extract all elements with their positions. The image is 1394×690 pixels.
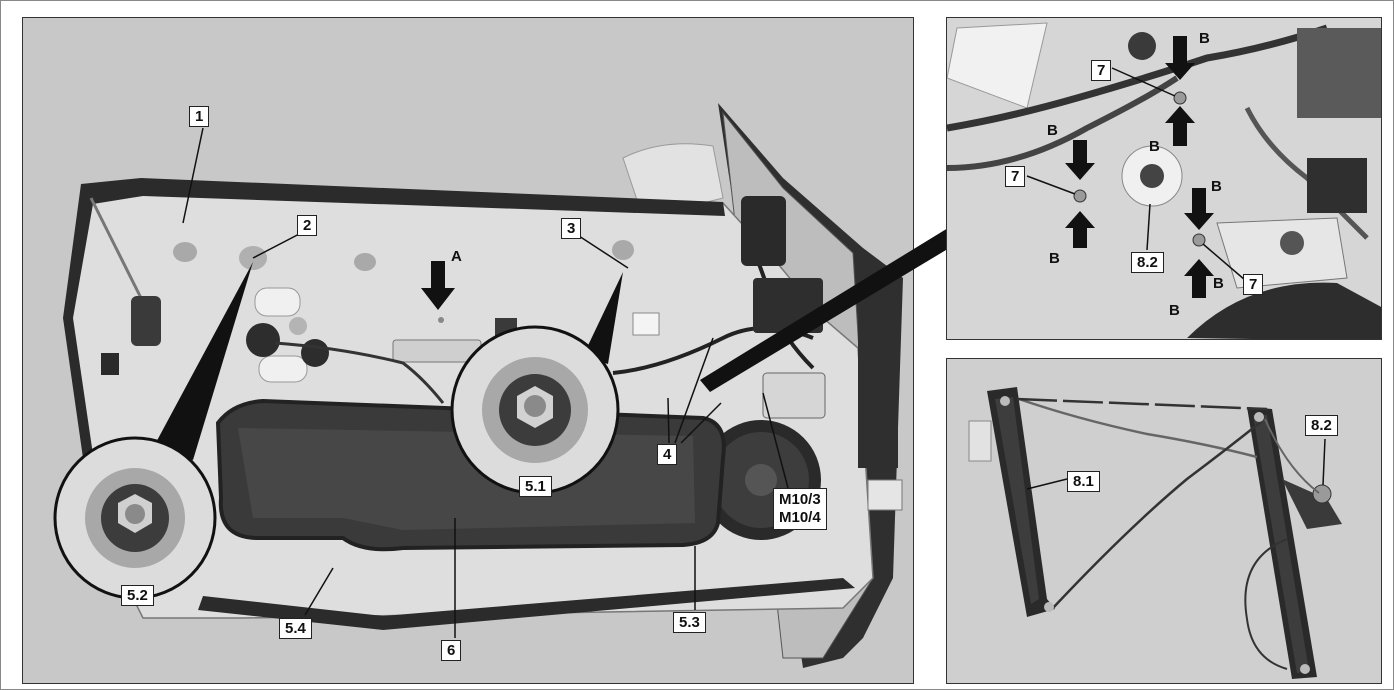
- callout-5-3: 5.3: [673, 612, 706, 633]
- fastener-label-b-4: B: [1211, 178, 1222, 195]
- callout-5-2: 5.2: [121, 585, 154, 606]
- callout-m10-4: M10/4: [779, 509, 821, 526]
- callout-3: 3: [561, 218, 582, 239]
- fastener-label-b-2: B: [1047, 122, 1058, 139]
- fastener-label-b-5: B: [1049, 250, 1060, 267]
- fastener-label-7-left: 7: [1005, 166, 1026, 187]
- fastener-label-b-1: B: [1199, 30, 1210, 47]
- regulator-illustration: [968, 387, 1342, 679]
- door-illustration: [53, 103, 903, 668]
- regulator-label-8-1: 8.1: [1067, 471, 1100, 492]
- fastener-label-7-top: 7: [1091, 60, 1112, 81]
- fastener-label-b-7: B: [1169, 302, 1180, 319]
- callout-m10-3: M10/3: [779, 491, 821, 508]
- detail-fastener-illustration: [947, 22, 1381, 339]
- callout-5-4: 5.4: [279, 618, 312, 639]
- callout-6: 6: [441, 640, 462, 661]
- detail-connector: [700, 228, 956, 392]
- fastener-label-8-2: 8.2: [1131, 252, 1164, 273]
- callout-2: 2: [297, 215, 318, 236]
- callout-4: 4: [657, 444, 678, 465]
- door-main-view: 1 2 3 A 4 5.1 5.2 5.3 5.4 6 M10/3 M10/4: [22, 17, 914, 684]
- detail-fastener-view: B B B B B B B 7 7 7 8.2: [946, 17, 1382, 340]
- callout-m10: M10/3 M10/4: [773, 488, 827, 530]
- detail-regulator-view: 8.1 8.2: [946, 358, 1382, 684]
- callout-1: 1: [189, 106, 210, 127]
- regulator-label-8-2: 8.2: [1305, 415, 1338, 436]
- callout-5-1: 5.1: [519, 476, 552, 497]
- fastener-label-7-right: 7: [1243, 274, 1264, 295]
- callout-A: A: [451, 248, 462, 265]
- fastener-label-b-3: B: [1149, 138, 1160, 155]
- fastener-label-b-6: B: [1213, 275, 1224, 292]
